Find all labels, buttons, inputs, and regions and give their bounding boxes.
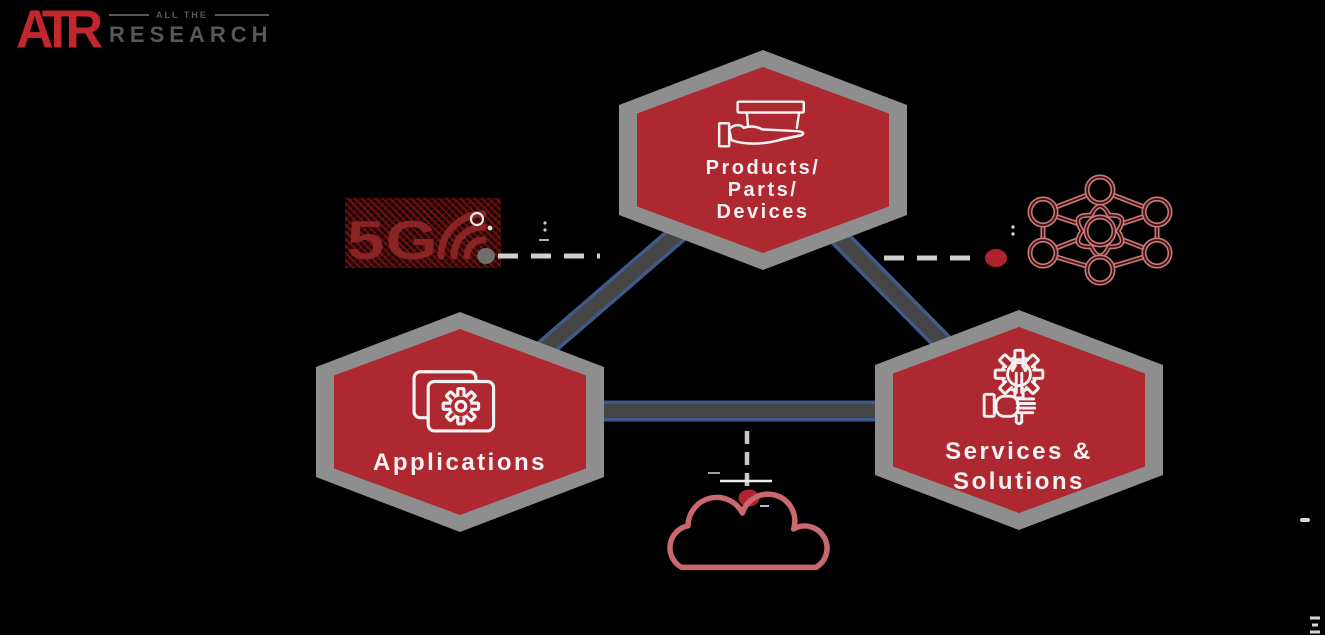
services-label-line2: Solutions bbox=[953, 468, 1085, 495]
hexagon-services-fill: Services & Solutions bbox=[893, 327, 1145, 513]
logo-tagline: ALL THE bbox=[156, 10, 208, 20]
box-in-hand-icon bbox=[717, 100, 805, 148]
edge-artifacts bbox=[1300, 518, 1320, 634]
services-label-line1: Services & bbox=[945, 438, 1093, 465]
5g-sparkle-artifacts bbox=[469, 211, 549, 241]
dashed-link-5g bbox=[477, 248, 600, 264]
network-nodes bbox=[1027, 174, 1173, 286]
products-label-line3: Devices bbox=[716, 201, 810, 223]
hexagon-applications-fill: Applications bbox=[334, 329, 586, 515]
tagline-rule-right bbox=[214, 14, 269, 16]
gear-wrench-hand-icon bbox=[982, 348, 1045, 426]
5g-signal-waves-icon bbox=[437, 210, 487, 260]
app-windows-gear-icon bbox=[412, 370, 496, 433]
gray-dot bbox=[477, 248, 495, 264]
products-label-line2: Parts/ bbox=[727, 179, 799, 201]
dashed-link-network bbox=[884, 225, 1015, 267]
5g-label: 5G bbox=[347, 209, 439, 271]
network-cloud-nodes-icon bbox=[1027, 174, 1173, 286]
red-dot bbox=[738, 489, 760, 507]
5g-patch: 5G bbox=[345, 198, 501, 271]
hexagon-products-fill: Products/ Parts/ Devices bbox=[637, 67, 889, 253]
logo-text-block: ALL THE RESEARCH bbox=[109, 2, 272, 48]
products-label-line1: Products/ bbox=[705, 157, 821, 179]
cloud-icon bbox=[667, 491, 830, 571]
dashed-link-cloud bbox=[708, 431, 772, 507]
tagline-rule-left bbox=[109, 14, 150, 16]
logo-monogram: ATR bbox=[16, 0, 103, 61]
logo-title: RESEARCH bbox=[109, 22, 273, 47]
red-dot bbox=[985, 249, 1007, 267]
brand-logo: ATR ALL THE RESEARCH bbox=[16, 0, 272, 61]
applications-label: Applications bbox=[372, 449, 547, 476]
